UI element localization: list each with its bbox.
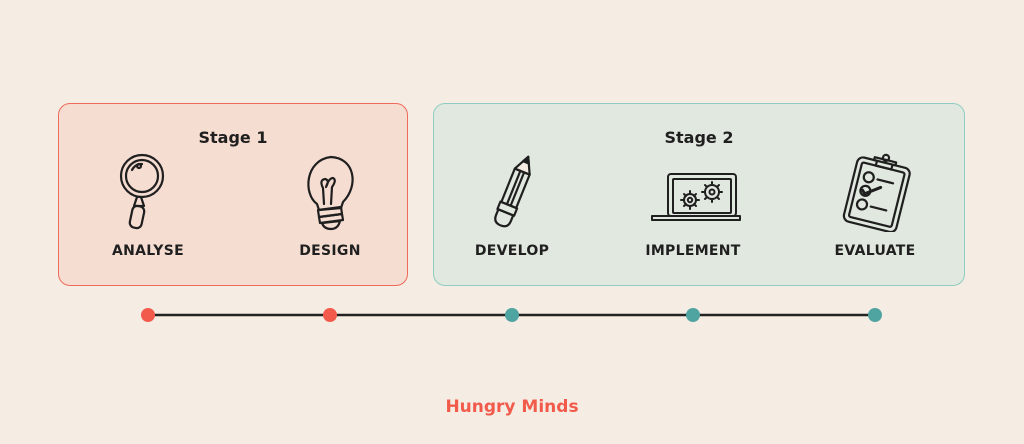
magnifying-glass-icon xyxy=(119,153,165,230)
phase-label-develop: DEVELOP xyxy=(474,243,550,259)
stage-2-title: Stage 2 xyxy=(664,128,734,147)
phase-label-analyse: ANALYSE xyxy=(111,243,184,259)
timeline-dot-evaluate xyxy=(868,308,882,322)
timeline-dot-design xyxy=(323,308,337,322)
laptop-gears-icon xyxy=(651,173,741,221)
phase-label-design: DESIGN xyxy=(299,243,361,259)
pencil-icon xyxy=(494,155,531,228)
stage-1-title: Stage 1 xyxy=(198,128,268,147)
timeline-dot-analyse xyxy=(141,308,155,322)
light-bulb-icon xyxy=(307,155,354,231)
phase-label-implement: IMPLEMENT xyxy=(645,243,741,259)
timeline-dot-implement xyxy=(686,308,700,322)
clipboard-checklist-icon xyxy=(842,153,911,232)
brand-logo: Hungry Minds xyxy=(445,397,579,417)
phase-label-evaluate: EVALUATE xyxy=(834,243,916,259)
timeline-dot-develop xyxy=(505,308,519,322)
